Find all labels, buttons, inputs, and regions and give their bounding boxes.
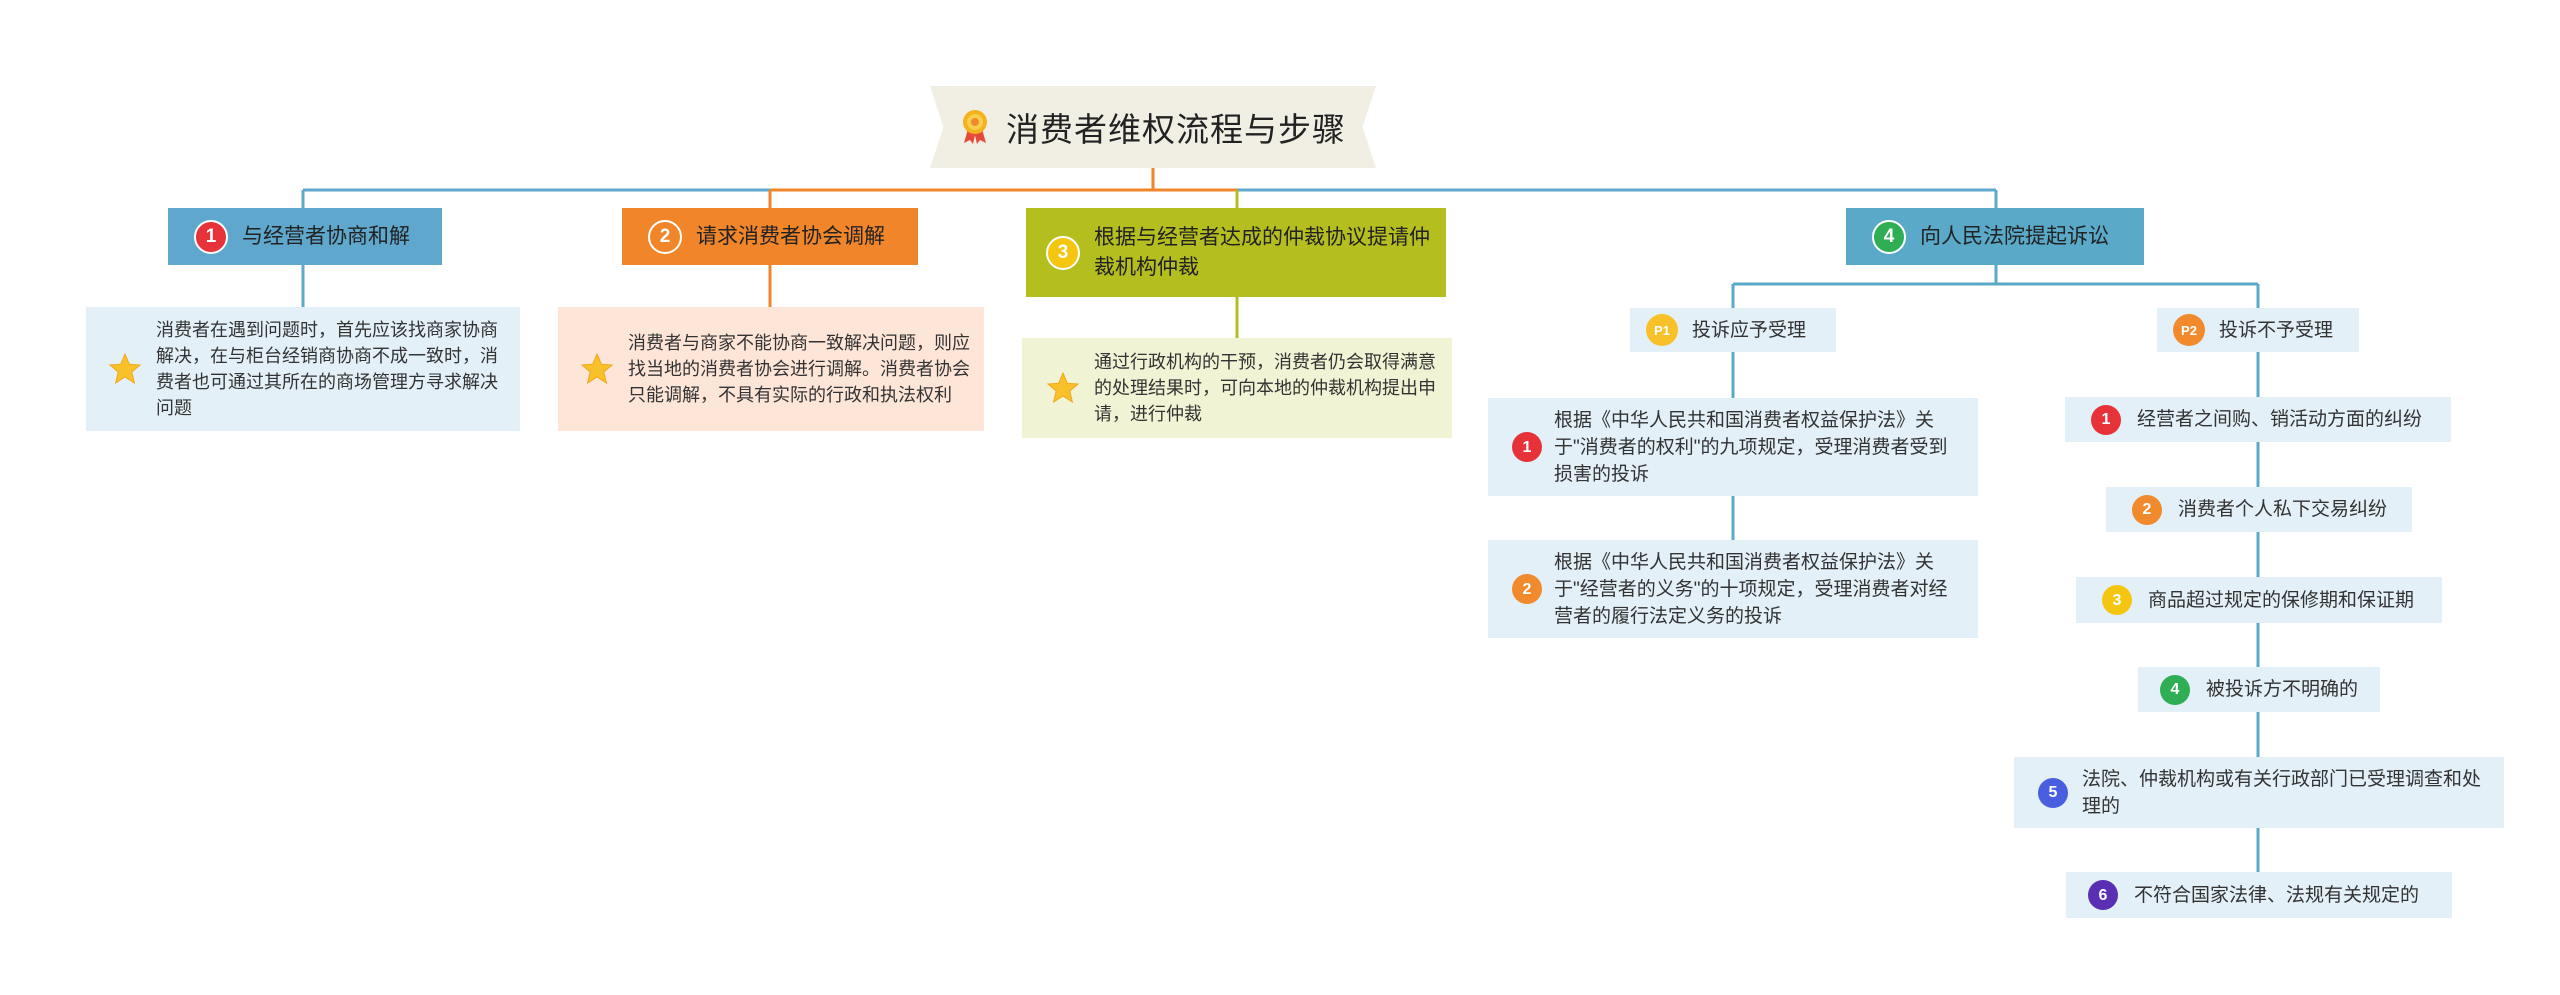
- p2-label: 投诉不予受理: [2219, 319, 2334, 341]
- number-1-badge: 1: [194, 219, 228, 254]
- branch-3-description: 通过行政机构的干预，消费者仍会取得满意的处理结果时，可向本地的仲裁机构提出申请，…: [1094, 352, 1436, 424]
- p2-item-1-text: 经营者之间购、销活动方面的纠纷: [2137, 409, 2423, 430]
- branch-3-description-box: 通过行政机构的干预，消费者仍会取得满意的处理结果时，可向本地的仲裁机构提出申请，…: [1022, 338, 1452, 438]
- number-1-badge: 1: [1512, 432, 1542, 462]
- star-icon: [108, 352, 142, 385]
- number-2-badge: 2: [1512, 574, 1542, 604]
- number-5-badge: 5: [2038, 777, 2068, 808]
- number-2-badge: 2: [2132, 494, 2162, 525]
- p1-item-2-text: 根据《中华人民共和国消费者权益保护法》关于"经营者的义务"的十项规定，受理消费者…: [1554, 551, 1948, 627]
- p2-item-6: 6 不符合国家法律、法规有关规定的: [2066, 872, 2452, 918]
- branch-2-header[interactable]: 2 请求消费者协会调解: [622, 208, 918, 265]
- p2-item-3-text: 商品超过规定的保修期和保证期: [2148, 589, 2415, 611]
- branch-3-label: 根据与经营者达成的仲裁协议提请仲裁机构仲裁: [1094, 225, 1430, 279]
- p2-item-2-text: 消费者个人私下交易纠纷: [2178, 499, 2388, 520]
- number-3-badge: 3: [2102, 585, 2132, 615]
- branch-2-label: 请求消费者协会调解: [696, 224, 885, 248]
- branch-2-description-box: 消费者与商家不能协商一致解决问题，则应找当地的消费者协会进行调解。消费者协会只能…: [558, 307, 984, 431]
- p1-badge: P1: [1646, 314, 1678, 346]
- p1-item-1: 1 根据《中华人民共和国消费者权益保护法》关于"消费者的权利"的九项规定，受理消…: [1488, 398, 1978, 496]
- p2-item-4: 4 被投诉方不明确的: [2138, 667, 2380, 712]
- branch-4-header[interactable]: 4 向人民法院提起诉讼: [1846, 208, 2144, 265]
- number-2-badge: 2: [648, 219, 682, 254]
- medal-icon: [963, 110, 987, 144]
- p2-item-6-text: 不符合国家法律、法规有关规定的: [2134, 884, 2420, 906]
- p1-item-1-text: 根据《中华人民共和国消费者权益保护法》关于"消费者的权利"的九项规定，受理消费者…: [1554, 409, 1948, 485]
- p1-item-2: 2 根据《中华人民共和国消费者权益保护法》关于"经营者的义务"的十项规定，受理消…: [1488, 540, 1978, 638]
- p2-item-1: 1 经营者之间购、销活动方面的纠纷: [2065, 397, 2451, 442]
- p2-node[interactable]: P2 投诉不予受理: [2157, 308, 2359, 352]
- p1-label: 投诉应予受理: [1692, 319, 1807, 341]
- p2-badge: P2: [2173, 314, 2205, 346]
- diagram-title: 消费者维权流程与步骤: [930, 86, 1376, 168]
- star-icon: [580, 352, 614, 385]
- title-text: 消费者维权流程与步骤: [1006, 111, 1346, 148]
- branch-1-description: 消费者在遇到问题时，首先应该找商家协商解决，在与柜台经销商协商不成一致时，消费者…: [156, 320, 498, 418]
- p2-item-5: 5 法院、仲裁机构或有关行政部门已受理调查和处理的: [2014, 757, 2504, 828]
- number-4-badge: 4: [2160, 674, 2190, 705]
- number-4-badge: 4: [1872, 219, 1906, 254]
- number-6-badge: 6: [2088, 880, 2118, 910]
- p2-item-3: 3 商品超过规定的保修期和保证期: [2076, 577, 2442, 623]
- p2-item-4-text: 被投诉方不明确的: [2206, 679, 2359, 700]
- branch-1-description-box: 消费者在遇到问题时，首先应该找商家协商解决，在与柜台经销商协商不成一致时，消费者…: [86, 307, 520, 431]
- p2-item-2: 2 消费者个人私下交易纠纷: [2106, 487, 2412, 532]
- branch-4-label: 向人民法院提起诉讼: [1920, 224, 2109, 248]
- p2-item-5-text: 法院、仲裁机构或有关行政部门已受理调查和处理的: [2082, 768, 2482, 817]
- star-icon: [1046, 371, 1080, 404]
- branch-1-header[interactable]: 1 与经营者协商和解: [168, 208, 442, 265]
- p1-node[interactable]: P1 投诉应予受理: [1630, 308, 1836, 352]
- number-3-badge: 3: [1046, 235, 1080, 270]
- number-1-badge: 1: [2091, 404, 2121, 435]
- branch-1-label: 与经营者协商和解: [242, 224, 410, 248]
- branch-3-header[interactable]: 3 根据与经营者达成的仲裁协议提请仲裁机构仲裁: [1026, 208, 1446, 297]
- branch-2-description: 消费者与商家不能协商一致解决问题，则应找当地的消费者协会进行调解。消费者协会只能…: [628, 333, 970, 405]
